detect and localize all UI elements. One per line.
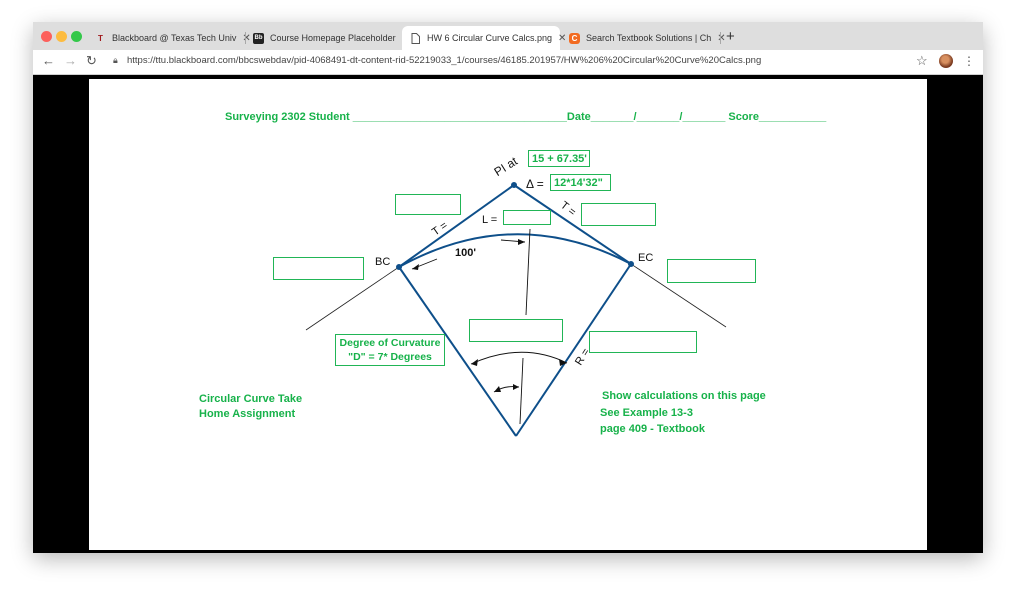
assignment-title-2: Home Assignment [199,408,296,420]
close-tab-icon[interactable]: ✕ [242,32,251,44]
forward-tangent-extension [630,263,727,328]
reload-icon[interactable]: ↻ [86,53,97,68]
maximize-window-button[interactable] [71,31,82,42]
close-window-button[interactable] [41,31,52,42]
lock-icon: 🔒︎ [113,55,118,65]
close-tab-icon[interactable]: ✕ [558,32,567,44]
calc-instruction-3: page 409 - Textbook [600,423,705,435]
tab-bar: T Blackboard @ Texas Tech Univ ✕ Bb Cour… [33,22,983,50]
delta-value-box: 12*14'32" [550,174,611,191]
bc-label: BC [375,256,391,268]
worksheet-header: Surveying 2302 Student _________________… [225,111,827,123]
subchord-radius-line [525,228,531,316]
tab-separator [245,32,246,44]
close-tab-icon[interactable]: ✕ [717,32,726,44]
worksheet-image: Surveying 2302 Student _________________… [89,79,927,550]
r-answer-box[interactable] [589,331,697,353]
back-arrow-icon[interactable]: ← [42,53,55,68]
tab-course-homepage[interactable]: Bb Course Homepage Placeholder ✕ [245,26,410,50]
new-tab-button[interactable]: + [726,28,735,45]
image-viewer: Surveying 2302 Student _________________… [33,75,983,553]
l-answer-box[interactable] [503,210,551,225]
l-label: L = [482,214,498,226]
degree-line-1: Degree of Curvature [339,337,441,349]
degree-line-2: "D" = 7* Degrees [348,351,432,363]
tab-textbook-solutions[interactable]: C Search Textbook Solutions | Ch ✕ [561,26,726,50]
degree-radius-line [519,357,524,425]
back-tangent-extension [305,266,400,331]
circular-curve-arc [398,233,632,268]
pi-station-box: 15 + 67.35' [528,150,590,167]
tab-hw6[interactable]: HW 6 Circular Curve Calcs.png ✕ [402,26,566,50]
calc-instruction-1: Show calculations on this page [602,390,766,402]
central-angle-answer-box[interactable] [469,319,563,342]
degree-of-curvature-box: Degree of Curvature "D" = 7* Degrees [335,334,445,366]
calc-instruction-2: See Example 13-3 [600,407,693,419]
browser-toolbar: ← → ↻ 🔒︎ https://ttu.blackboard.com/bbcs… [33,50,983,75]
tab-blackboard[interactable]: T Blackboard @ Texas Tech Univ ✕ [87,26,251,50]
ec-point [628,261,634,267]
central-angle-arc [470,351,568,365]
texas-tech-favicon: T [98,33,103,43]
forward-arrow-icon[interactable]: → [64,53,77,68]
address-bar[interactable]: https://ttu.blackboard.com/bbcswebdav/pi… [127,55,762,66]
delta-label: Δ = [526,177,544,191]
assignment-title-1: Circular Curve Take [199,393,303,405]
chord-length-label: 100' [455,247,476,259]
bc-station-answer-box[interactable] [273,257,364,280]
radius-line-ec [515,263,632,437]
forward-tangent-line [513,184,632,265]
t-right-answer-box[interactable] [581,203,656,226]
bookmark-star-icon[interactable]: ☆ [916,53,928,68]
pi-point [511,182,517,188]
ec-station-answer-box[interactable] [667,259,756,283]
tab-separator [720,32,721,44]
ec-label: EC [638,252,654,264]
back-tangent-line [398,184,515,268]
t-left-answer-box[interactable] [395,194,461,215]
chegg-favicon: C [569,32,580,44]
page-icon [410,32,421,44]
more-menu-icon[interactable]: ⋮ [963,54,975,68]
bc-point [396,264,402,270]
profile-avatar[interactable] [939,54,953,68]
blackboard-favicon: Bb [253,32,264,44]
minimize-window-button[interactable] [56,31,67,42]
curve-diagram [305,182,727,437]
radius-line-bc [398,266,517,437]
browser-window: T Blackboard @ Texas Tech Univ ✕ Bb Cour… [33,22,983,553]
